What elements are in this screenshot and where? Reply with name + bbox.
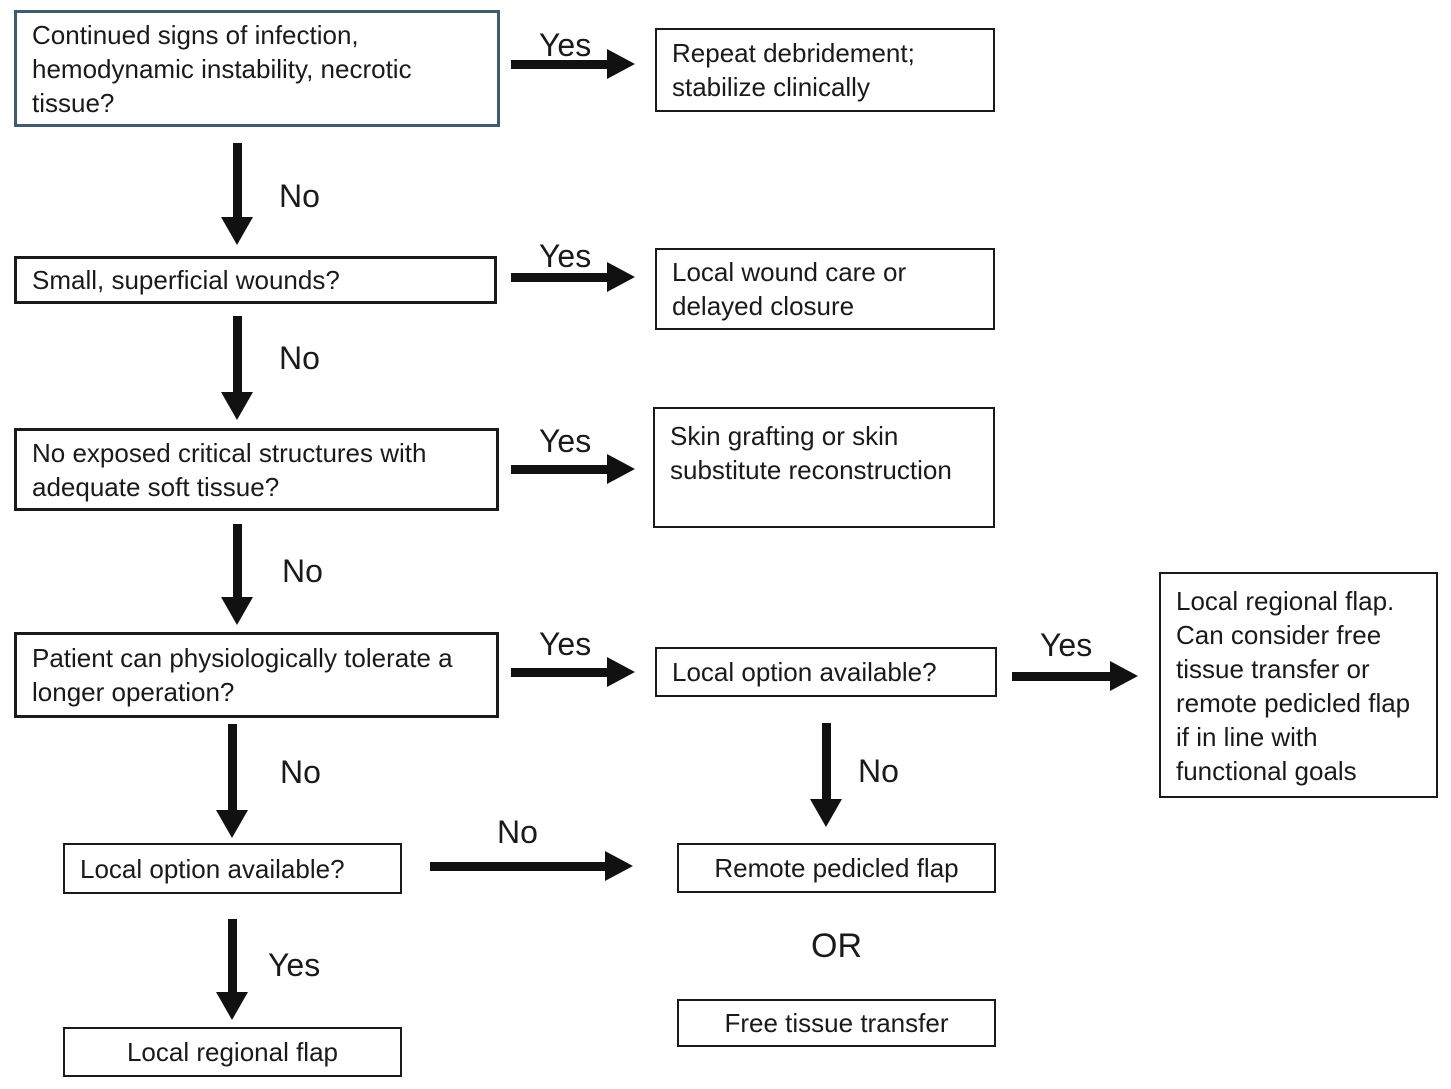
node-skin-grafting-outcome: Skin grafting or skin substitute reconst…	[653, 407, 995, 528]
arrow-shaft	[511, 272, 607, 282]
arrow-wounds-to-wound-care	[511, 262, 635, 292]
edge-label-yes: Yes	[539, 626, 592, 662]
or-connector-label: OR	[811, 927, 862, 965]
arrow-head-right-icon	[1110, 661, 1138, 691]
arrow-shaft	[511, 464, 607, 474]
node-small-superficial-wounds-question: Small, superficial wounds?	[14, 256, 497, 304]
edge-label-yes: Yes	[539, 238, 592, 274]
edge-label-no: No	[282, 553, 323, 589]
edge-label-yes: Yes	[539, 27, 592, 63]
arrow-head-down-icon	[216, 992, 248, 1020]
arrow-tolerate-to-local-option-mid	[511, 657, 635, 687]
node-local-option-available-mid-question: Local option available?	[655, 647, 997, 697]
edge-label-no: No	[497, 814, 538, 850]
arrow-local-option-mid-to-remote-pedicled	[809, 723, 843, 827]
node-continued-infection-question: Continued signs of infection, hemodynami…	[14, 10, 500, 127]
arrow-head-down-icon	[221, 392, 253, 420]
edge-label-no: No	[279, 178, 320, 214]
arrow-shaft	[821, 723, 831, 799]
edge-label-no: No	[279, 340, 320, 376]
arrow-shaft	[232, 524, 242, 597]
arrow-tolerate-to-local-option-left	[215, 724, 249, 838]
arrow-head-right-icon	[607, 657, 635, 687]
arrow-head-down-icon	[216, 810, 248, 838]
edge-label-yes: Yes	[268, 947, 321, 983]
node-local-regional-flap-outcome: Local regional flap	[63, 1027, 402, 1077]
edge-label-no: No	[858, 753, 899, 789]
arrow-shaft	[227, 724, 237, 810]
node-no-exposed-critical-structures-question: No exposed critical structures with adeq…	[14, 428, 499, 511]
edge-label-yes: Yes	[539, 423, 592, 459]
node-free-tissue-transfer-outcome: Free tissue transfer	[677, 999, 996, 1047]
edge-label-no: No	[280, 754, 321, 790]
arrow-shaft	[1012, 671, 1110, 681]
arrow-head-down-icon	[221, 597, 253, 625]
arrow-infection-to-wounds	[220, 143, 254, 245]
node-tolerate-longer-operation-question: Patient can physiologically tolerate a l…	[14, 632, 499, 718]
node-repeat-debridement-outcome: Repeat debridement; stabilize clinically	[655, 28, 995, 112]
node-local-option-available-left-question: Local option available?	[63, 843, 402, 894]
arrow-local-option-left-to-remote-pedicled	[430, 851, 633, 881]
arrow-shaft	[232, 316, 242, 392]
arrow-infection-to-debridement	[511, 49, 635, 79]
arrow-head-right-icon	[607, 49, 635, 79]
arrow-structures-to-tolerate	[220, 524, 254, 625]
arrow-wounds-to-structures	[220, 316, 254, 420]
arrow-head-right-icon	[605, 851, 633, 881]
arrow-local-option-left-to-regional-flap	[215, 919, 249, 1020]
arrow-shaft	[232, 143, 242, 217]
arrow-head-down-icon	[810, 799, 842, 827]
arrow-structures-to-skin-grafting	[511, 454, 635, 484]
arrow-local-option-mid-to-regional-consider	[1012, 661, 1138, 691]
arrow-head-down-icon	[221, 217, 253, 245]
node-remote-pedicled-flap-outcome: Remote pedicled flap	[677, 843, 996, 893]
arrow-shaft	[511, 59, 607, 69]
arrow-shaft	[430, 861, 605, 871]
arrow-shaft	[227, 919, 237, 992]
arrow-shaft	[511, 667, 607, 677]
node-local-regional-flap-consider-free-outcome: Local regional flap. Can consider free t…	[1159, 572, 1438, 798]
arrow-head-right-icon	[607, 262, 635, 292]
node-local-wound-care-outcome: Local wound care or delayed closure	[655, 248, 995, 330]
edge-label-yes: Yes	[1040, 627, 1093, 663]
arrow-head-right-icon	[607, 454, 635, 484]
